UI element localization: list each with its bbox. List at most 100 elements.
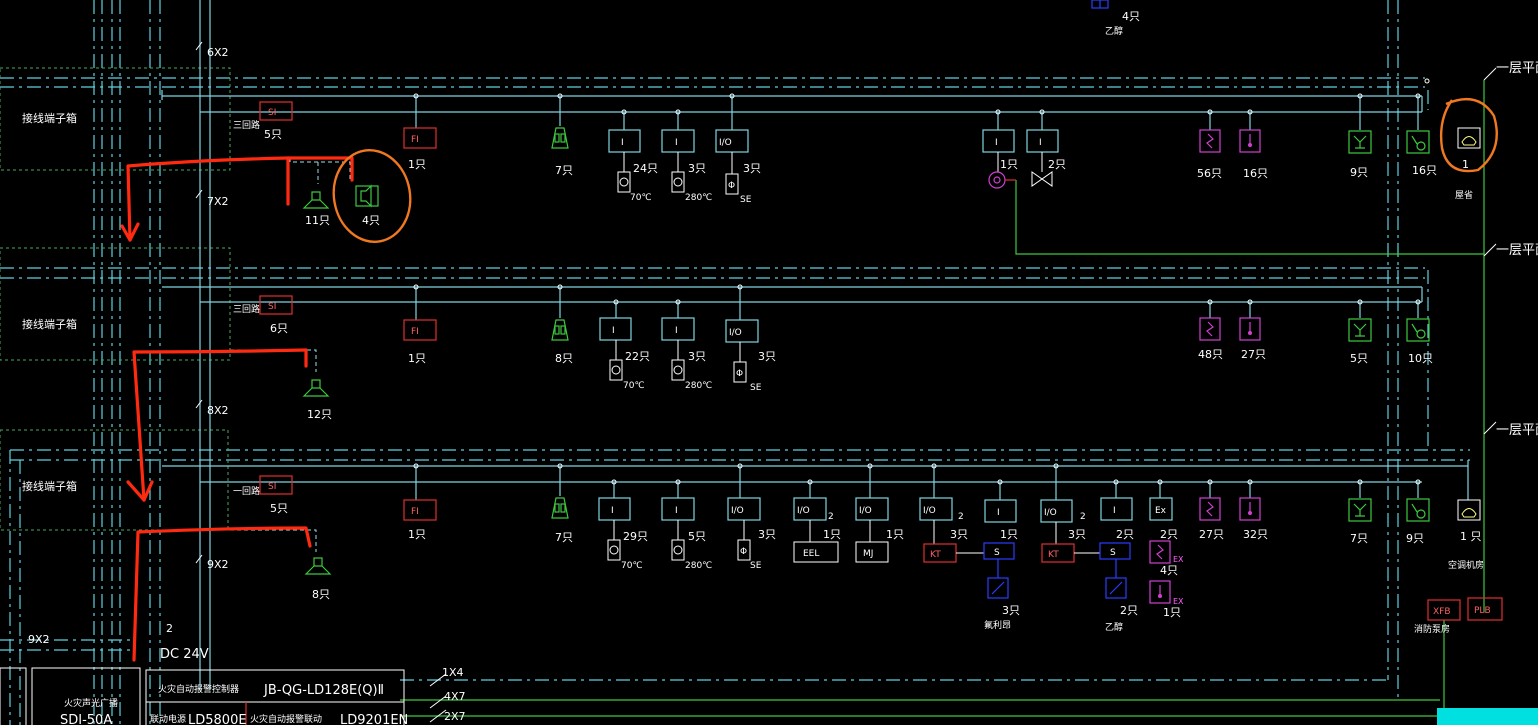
input-module-1[interactable] xyxy=(599,317,632,341)
mj-count: 1只 xyxy=(886,528,904,541)
arrow-head-icon xyxy=(120,222,140,242)
floor-label-1: 一层平面 xyxy=(1496,61,1538,76)
gas-detector-icon xyxy=(987,577,1009,599)
sound-light-alarm-icon xyxy=(551,319,569,341)
m3-count: 3只 xyxy=(743,162,761,175)
floor-label-3: 一层平面 xyxy=(1496,423,1538,438)
fi-label: FI xyxy=(411,135,419,145)
fi-count: 1只 xyxy=(408,158,426,171)
fi-module[interactable] xyxy=(403,127,437,149)
input-module-a[interactable] xyxy=(984,499,1017,523)
smoke-count: 48只 xyxy=(1198,348,1223,361)
telephone-icon xyxy=(1457,127,1481,149)
kt-b-sup: 2 xyxy=(1080,512,1086,522)
cable-2: 2 xyxy=(166,622,173,635)
module-i-label: I xyxy=(997,508,1000,518)
markup-circle-telephone xyxy=(1439,97,1498,173)
exh-count: 1只 xyxy=(1163,606,1181,619)
module-i-label: I xyxy=(675,506,678,516)
terminal-box-1: 接线端子箱 xyxy=(22,111,77,125)
valve-icon xyxy=(988,171,1006,189)
m1-count: 24只 xyxy=(633,162,658,175)
tel-count: 1 xyxy=(1462,158,1469,171)
row3-circuits: 一回路 xyxy=(233,485,260,497)
speaker-count: 8只 xyxy=(312,588,330,601)
si-module[interactable] xyxy=(259,295,293,315)
ex-module[interactable] xyxy=(1149,497,1173,521)
valve1-count: 1只 xyxy=(1000,158,1018,171)
blue-module-a xyxy=(983,542,1015,560)
fi-module[interactable] xyxy=(403,319,437,341)
module-i-label: I xyxy=(1113,506,1116,516)
module-i-label: I xyxy=(675,326,678,336)
smoke-count: 56只 xyxy=(1197,167,1222,180)
ex-heat-detector-icon xyxy=(1149,580,1171,604)
input-module-2[interactable] xyxy=(661,129,695,153)
module-io-label: I/O xyxy=(1044,508,1057,518)
si-module[interactable] xyxy=(259,101,293,121)
fi-count: 1只 xyxy=(408,528,426,541)
io-module-1[interactable] xyxy=(725,319,759,343)
cable-8x2: 8X2 xyxy=(207,404,229,417)
frame-lines xyxy=(0,0,1470,725)
phone-count: 7只 xyxy=(1350,532,1368,545)
butterfly-valve-icon xyxy=(1031,171,1053,187)
green-trunk xyxy=(199,0,1538,725)
speaker-box-icon xyxy=(355,185,379,207)
pump-label: 消防泵房 xyxy=(1414,623,1450,635)
tel-label: 空调机房 xyxy=(1448,559,1484,571)
speaker2-count: 4只 xyxy=(362,214,380,227)
speaker-icon xyxy=(303,191,329,209)
eel-box xyxy=(793,541,839,563)
row-3: 一回路 SI 5只 FI 1只 8只 7只 I 29只 70℃ I 5只 280… xyxy=(162,460,1503,635)
xfb-label: XFB xyxy=(1433,607,1451,617)
input-module-1[interactable] xyxy=(608,129,641,153)
si-count: 5只 xyxy=(264,128,282,141)
controller-panel: 火灾自动报警控制器 JB-QG-LD128E(Q)Ⅱ 联动电源 LD5800E … xyxy=(0,666,466,725)
phone-count: 9只 xyxy=(1350,166,1368,179)
panel-model-2: LD5800E xyxy=(188,713,247,725)
cable-9x2-b: 9X2 xyxy=(207,558,229,571)
module-io-label: I/O xyxy=(719,138,732,148)
blue1-label: 氟利昂 xyxy=(984,619,1011,631)
cable-2x7: 2X7 xyxy=(444,710,466,723)
panel-title: 火灾自动报警控制器 xyxy=(158,683,239,695)
m1-count: 22只 xyxy=(625,350,650,363)
svg-text:S: S xyxy=(994,548,1000,558)
speaker-count: 12只 xyxy=(307,408,332,421)
m2-count: 3只 xyxy=(688,350,706,363)
m3-count: 3只 xyxy=(758,528,776,541)
si-module[interactable] xyxy=(259,475,293,495)
heat-count: 32只 xyxy=(1243,528,1268,541)
input-module-4[interactable] xyxy=(1026,129,1059,153)
fire-phone-icon xyxy=(1348,130,1372,154)
input-module-3[interactable] xyxy=(982,129,1015,153)
red-markup xyxy=(120,97,1498,662)
ex-label: EX xyxy=(1173,555,1184,564)
module-io-label: I/O xyxy=(797,506,810,516)
module-i-label: I xyxy=(675,138,678,148)
t280-label: 280℃ xyxy=(685,381,712,391)
svg-text:Φ: Φ xyxy=(736,369,743,379)
floor-labels: 一层平面 一层平面 一层平面 4只 乙醇 xyxy=(1091,0,1538,438)
input-module-1[interactable] xyxy=(598,497,631,521)
input-module-b[interactable] xyxy=(1100,497,1133,521)
alarm-bell-icon xyxy=(1406,318,1430,342)
module-io-label: I/O xyxy=(859,506,872,516)
kt-b-count: 3只 xyxy=(1068,528,1086,541)
mj-label: MJ xyxy=(863,549,873,559)
panel-label-b: 火灾自动报警联动 xyxy=(250,713,322,725)
phone-count: 5只 xyxy=(1350,352,1368,365)
blue-module-b xyxy=(1099,542,1131,560)
cable-4x7: 4X7 xyxy=(444,690,466,703)
fi-module[interactable] xyxy=(403,499,437,521)
t280-label: 280℃ xyxy=(685,561,712,571)
input-module-2[interactable] xyxy=(661,497,695,521)
telephone-icon xyxy=(1457,499,1481,521)
input-module-2[interactable] xyxy=(661,317,695,341)
io-module-kt-a[interactable] xyxy=(919,497,953,521)
alarm-count: 7只 xyxy=(555,531,573,544)
io-module-mj[interactable] xyxy=(855,497,889,521)
mj-box xyxy=(855,541,889,563)
cable-6x2: 6X2 xyxy=(207,46,229,59)
